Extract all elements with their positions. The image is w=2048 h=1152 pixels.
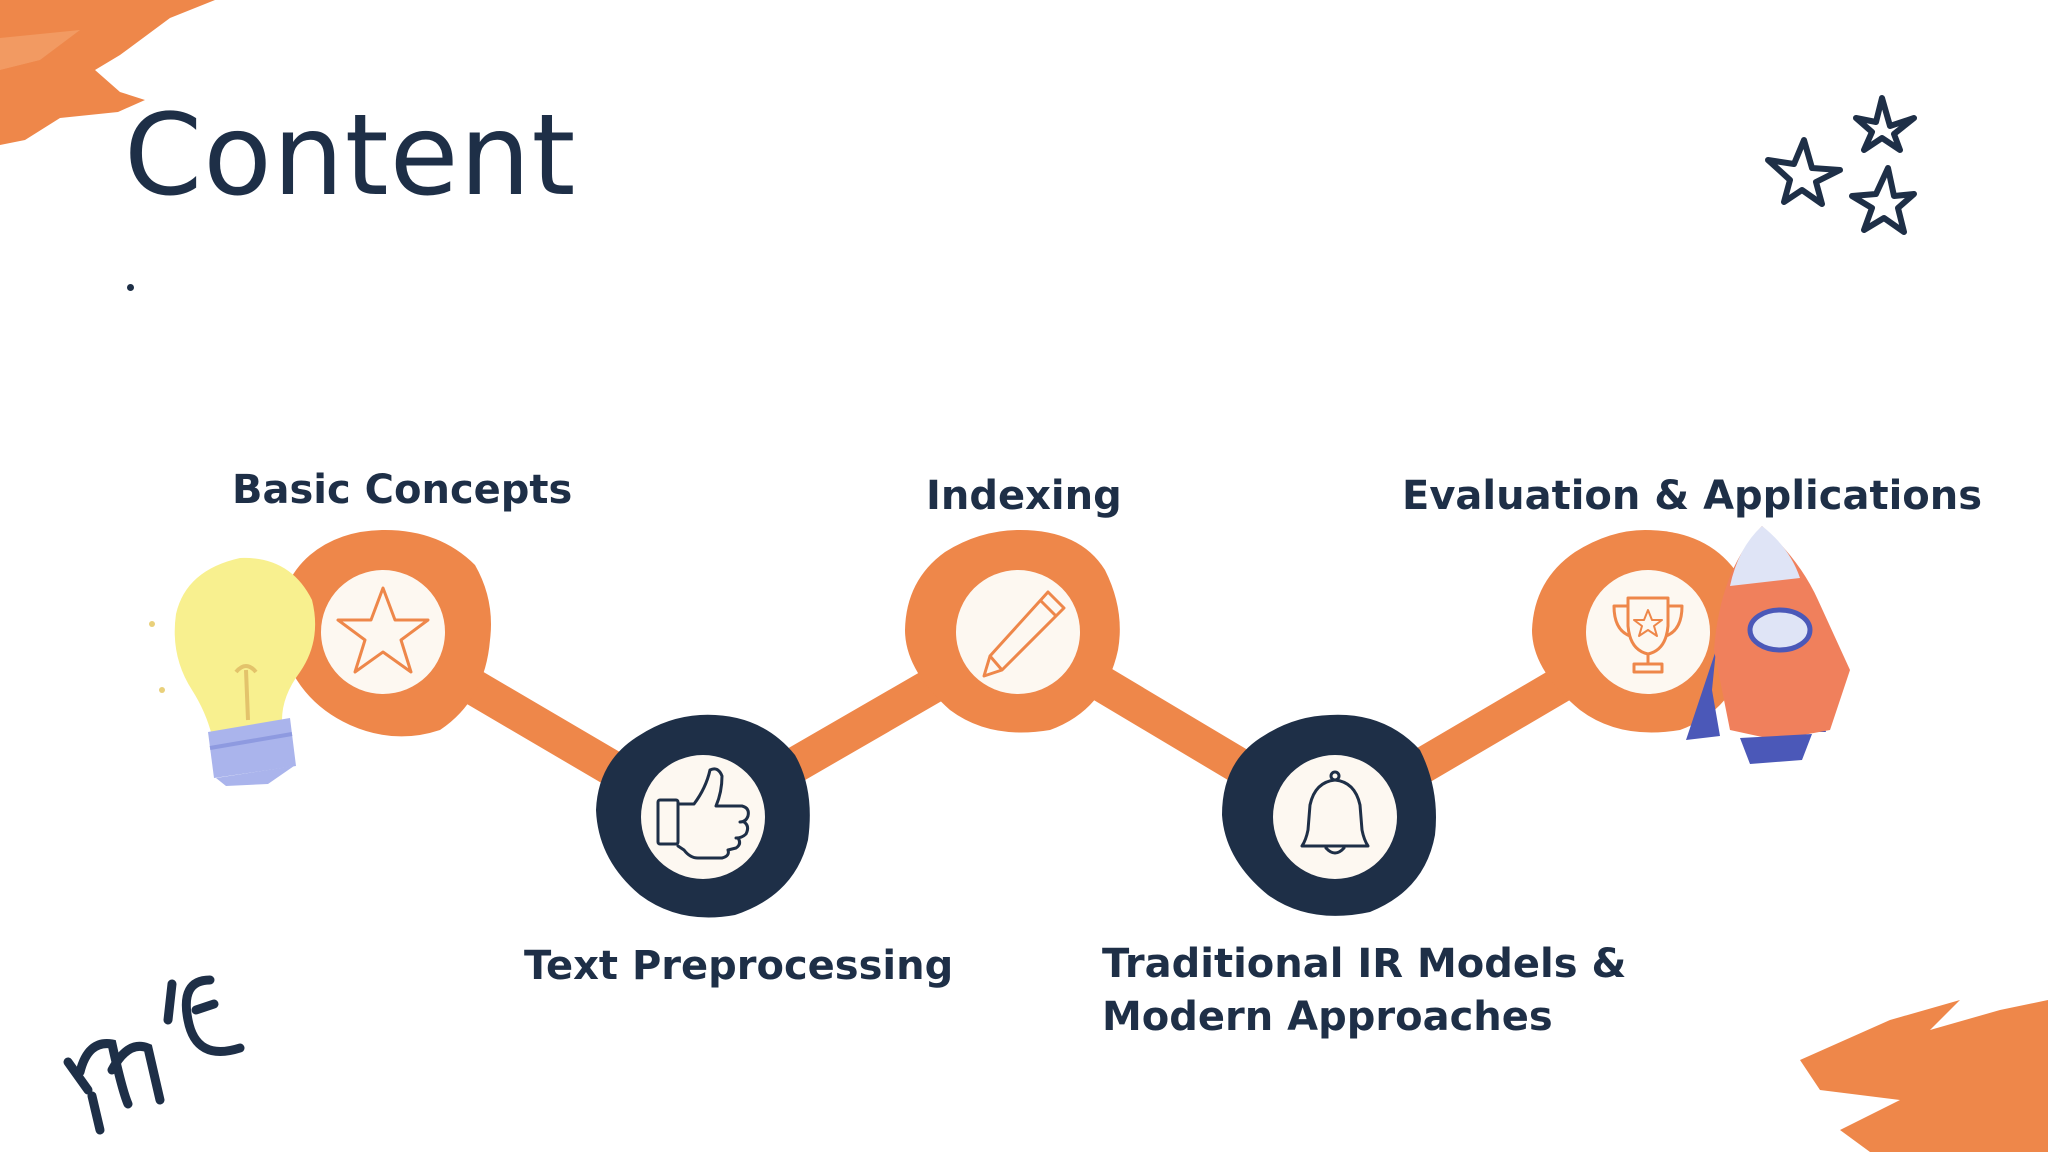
step-label-text-preprocessing: Text Preprocessing [524, 943, 954, 989]
step-label-evaluation-applications: Evaluation & Applications [1402, 473, 1983, 519]
step-label-indexing: Indexing [926, 473, 1122, 519]
step-node-1 [279, 530, 491, 737]
scribble-doodle [63, 975, 245, 1135]
step-label-modern-approaches: Modern Approaches [1102, 994, 1553, 1040]
thumbs-up-icon [656, 767, 750, 860]
page-title: Content [124, 91, 577, 221]
step-label-traditional-ir-models: Traditional IR Models & [1102, 941, 1627, 987]
step-node-2 [596, 714, 810, 918]
step-label-basic-concepts: Basic Concepts [232, 467, 573, 513]
star-icon [336, 586, 430, 674]
pencil-icon [982, 590, 1066, 678]
brush-stroke-top-left [0, 0, 215, 145]
bell-icon [1300, 770, 1370, 855]
rocket-illustration [1686, 526, 1850, 764]
trophy-icon [1612, 596, 1684, 674]
lightbulb-illustration [149, 557, 316, 786]
brush-stroke-bottom-right [1800, 1000, 2048, 1152]
bullet-dot [127, 284, 134, 291]
stars-doodle [1765, 95, 1917, 235]
step-node-4 [1222, 714, 1436, 916]
